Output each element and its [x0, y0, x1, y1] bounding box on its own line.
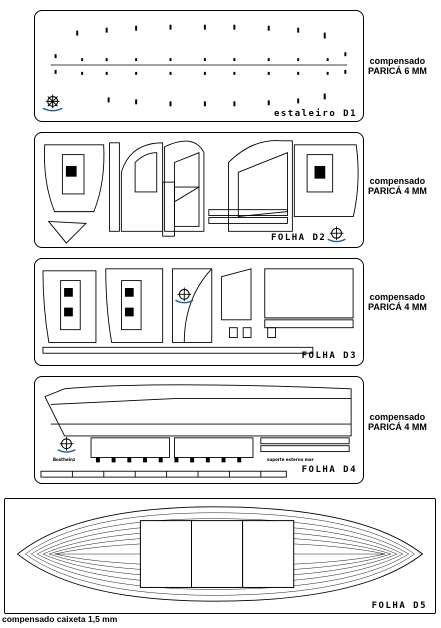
sheet-d3-stamp: FOLHA D3 — [301, 351, 357, 361]
d2-transom-frame — [43, 144, 105, 213]
sheet-d5: FOLHA D5 — [4, 498, 436, 614]
d2-bow-frames — [109, 142, 164, 232]
d4-small-pieces — [95, 457, 242, 463]
sheet-d4-parts — [40, 384, 352, 478]
d4-gunwale-strips — [40, 470, 287, 478]
d2-logo-icon — [327, 226, 346, 243]
d2-small-parts — [47, 181, 288, 244]
d4-caption: suporte externo mar — [267, 457, 314, 462]
d3-logo-icon — [175, 287, 194, 304]
sheet-d4-material: compensado PARICÁ 4 MM — [368, 412, 427, 432]
d2-mid-frames — [164, 140, 205, 232]
sheet-d2: FOLHA D2 — [34, 132, 364, 248]
d3-deck-plates — [221, 268, 354, 329]
sheet-d2-parts — [43, 140, 359, 244]
d4-sheer-strakes — [90, 437, 350, 458]
sheet-d5-stamp: FOLHA D5 — [371, 601, 427, 611]
sheet-d1-stamp: estaleiro D1 — [273, 109, 357, 119]
d3-bow-panel — [172, 268, 213, 343]
d1-slot-row-mid — [54, 52, 347, 75]
sheet-d4: Bostheinz suporte externo mar FOLHA D4 — [34, 376, 364, 484]
d4-logo-icon — [57, 436, 76, 453]
d5-hull-outline — [16, 506, 424, 602]
sheet-d2-stamp: FOLHA D2 — [271, 233, 327, 243]
sheet-d1-parts — [42, 24, 348, 112]
d4-hull-side-panels — [44, 384, 352, 437]
sheet-d3-parts — [42, 268, 354, 354]
d5-deck-openings — [139, 520, 295, 588]
d1-logo-icon — [42, 94, 63, 112]
d3-small-parts — [42, 327, 314, 354]
sheet-d4-stamp: FOLHA D4 — [301, 465, 357, 475]
d2-deck-frame — [293, 144, 359, 217]
sheet-d3: FOLHA D3 — [34, 258, 364, 366]
d3-side-frames — [42, 268, 164, 343]
d4-logo-text: Bostheinz — [53, 457, 76, 462]
sheet-d1-material: compensado PARICÁ 6 MM — [368, 56, 427, 76]
d1-slot-row-top — [76, 24, 326, 39]
sheet-d5-material: compensado caixeta 1,5 mm — [2, 614, 118, 624]
sheet-d2-material: compensado PARICÁ 4 MM — [368, 176, 427, 196]
sheet-d3-material: compensado PARICÁ 4 MM — [368, 292, 427, 312]
sheet-d5-parts — [16, 506, 424, 602]
d1-slot-row-bottom — [107, 93, 326, 107]
sheet-d1: estaleiro D1 — [34, 10, 364, 122]
